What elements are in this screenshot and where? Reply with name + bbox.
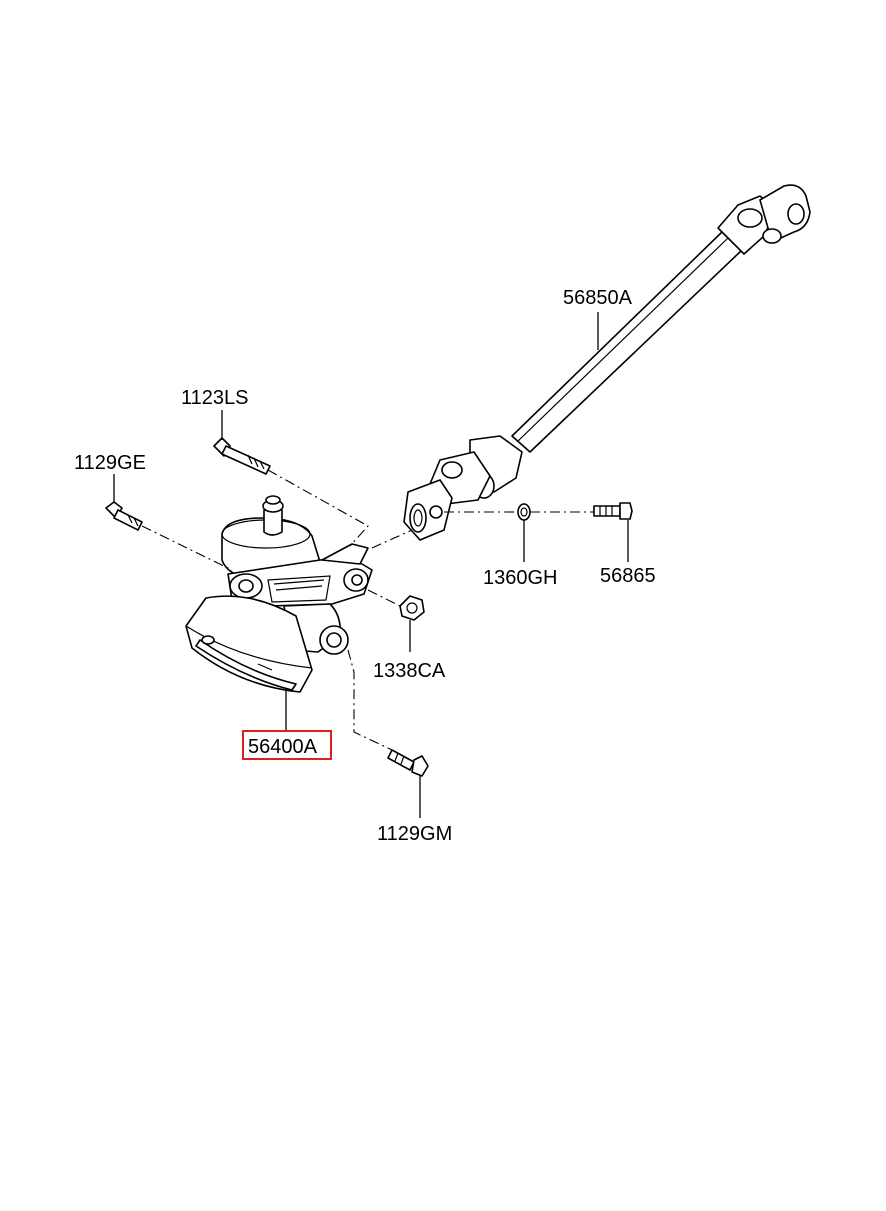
label-1129GE[interactable]: 1129GE (74, 452, 146, 474)
label-1338CA[interactable]: 1338CA (373, 660, 446, 682)
highlight-box (242, 730, 332, 760)
alignment-lines (141, 469, 594, 751)
label-1360GH[interactable]: 1360GH (483, 567, 558, 589)
label-1129GM[interactable]: 1129GM (377, 823, 452, 845)
intermediate-shaft[interactable] (403, 184, 811, 541)
nut-1360GH[interactable] (517, 503, 531, 521)
label-56850A[interactable]: 56850A (563, 287, 633, 309)
bolt-1129GE[interactable] (105, 501, 143, 531)
label-56865[interactable]: 56865 (600, 565, 656, 587)
gear-box-assembly[interactable] (185, 495, 373, 693)
label-1123LS[interactable]: 1123LS (181, 387, 248, 409)
bolt-1123LS[interactable] (213, 437, 271, 475)
bolt-56865[interactable] (593, 502, 633, 520)
lower-universal-joint (403, 435, 523, 541)
flange-nut-1338CA[interactable] (399, 595, 425, 621)
leader-lines (113, 312, 629, 818)
bolt-1129GM[interactable] (387, 749, 429, 777)
label-56400A[interactable]: 56400A (248, 736, 318, 758)
upper-universal-joint (717, 184, 811, 255)
